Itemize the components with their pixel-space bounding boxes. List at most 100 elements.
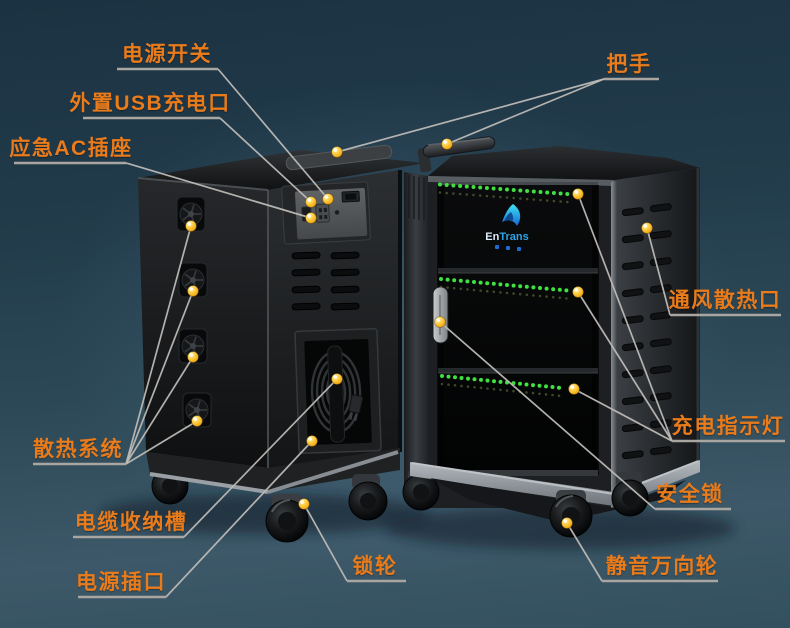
marker-dot-highlight xyxy=(187,222,191,226)
leader-line-charge-indicator xyxy=(573,388,673,442)
led-reflection xyxy=(492,387,496,391)
leader-line-silent-caster xyxy=(566,522,603,582)
marker-dot-highlight xyxy=(574,288,578,292)
led-reflection xyxy=(505,196,509,199)
marker-dot-highlight xyxy=(643,224,647,228)
leader-line-power-inlet xyxy=(165,440,313,598)
led-reflection xyxy=(499,388,502,392)
charge-led xyxy=(466,376,470,381)
marker-dot-charge-indicator xyxy=(568,383,580,395)
front-cart: EnTrans xyxy=(402,136,700,538)
marker-dot-highlight xyxy=(324,195,329,199)
front-cart-handle xyxy=(417,136,496,173)
led-reflection xyxy=(479,289,482,292)
leader-line-charge-indicator xyxy=(577,193,673,442)
charge-led xyxy=(464,184,469,189)
cooling-fan xyxy=(176,196,206,232)
led-reflection xyxy=(452,286,456,290)
marker-dot-highlight xyxy=(436,318,441,322)
charge-led xyxy=(471,185,476,189)
cable-strap xyxy=(327,345,346,443)
led-reflection xyxy=(551,393,554,397)
charge-led xyxy=(544,384,548,389)
leader-line-cooling-system xyxy=(125,290,194,465)
led-reflection xyxy=(447,383,450,386)
marker-dot-safety-lock xyxy=(434,316,446,328)
charge-led xyxy=(550,385,555,390)
marker-dot-highlight xyxy=(574,190,578,194)
led-reflection xyxy=(538,294,542,298)
marker-dot-cooling-system xyxy=(187,351,199,363)
front-corner-highlight xyxy=(611,180,617,508)
leader-line-power-switch xyxy=(217,68,329,200)
side-louver-slot xyxy=(649,203,672,213)
front-cart-right-wheel xyxy=(611,472,649,517)
charge-led xyxy=(538,286,542,290)
charge-led xyxy=(459,375,464,380)
led-reflection xyxy=(525,391,528,394)
charge-led xyxy=(485,378,490,383)
marker-dot-highlight xyxy=(189,353,193,357)
led-indicator-row xyxy=(438,182,570,204)
charge-led xyxy=(524,382,529,387)
charge-led xyxy=(511,188,516,192)
side-louver-slot xyxy=(621,234,644,244)
charge-led xyxy=(565,192,570,196)
led-reflection xyxy=(512,389,515,393)
marker-dot-highlight xyxy=(193,417,197,421)
marker-dot-highlight xyxy=(308,437,313,441)
charge-led xyxy=(446,374,451,379)
leader-line-lock-wheel xyxy=(303,503,348,582)
marker-dot-highlight xyxy=(563,519,567,523)
charge-led xyxy=(544,286,549,291)
charge-led xyxy=(439,277,443,281)
marker-dot-charge-indicator xyxy=(572,286,584,298)
charge-led xyxy=(531,189,536,194)
led-reflection xyxy=(439,285,443,289)
led-reflection xyxy=(505,291,509,295)
led-reflection xyxy=(566,200,569,204)
led-reflection xyxy=(532,198,536,201)
led-reflection xyxy=(499,291,502,294)
led-reflection xyxy=(559,200,562,203)
led-reflection xyxy=(478,194,482,197)
marker-dot-highlight xyxy=(300,500,305,504)
charge-led xyxy=(452,278,457,283)
leader-line-cooling-system xyxy=(125,225,192,465)
marker-dot-usb-charge-port xyxy=(305,196,317,208)
marker-dot-highlight xyxy=(307,214,312,218)
marker-dot-handle xyxy=(441,138,453,150)
led-reflection xyxy=(525,293,529,297)
led-reflection xyxy=(539,198,542,202)
led-reflection xyxy=(492,290,496,294)
rear-vent-slot xyxy=(291,268,321,277)
charge-led xyxy=(531,383,535,388)
led-reflection xyxy=(492,195,495,198)
logo-text: EnTrans xyxy=(485,231,528,243)
charge-led xyxy=(472,280,476,284)
door-bottom-frame xyxy=(438,470,598,476)
charge-led xyxy=(557,385,561,390)
column-grooves xyxy=(408,175,425,221)
floor-shadow-back-cart xyxy=(100,494,430,534)
led-reflection xyxy=(557,394,561,398)
leader-line-charge-indicator xyxy=(577,291,673,442)
charge-led xyxy=(511,283,516,288)
rear-vent-slot xyxy=(330,302,360,311)
led-reflection xyxy=(512,196,515,200)
led-reflection xyxy=(505,389,509,392)
door-right-shadow xyxy=(592,186,598,474)
side-louver-slot xyxy=(621,207,644,217)
marker-dot-handle xyxy=(331,146,343,158)
charge-led xyxy=(518,284,523,289)
led-reflection xyxy=(466,288,469,291)
charge-led xyxy=(564,288,569,293)
marker-dot-emergency-ac-socket xyxy=(305,212,317,224)
led-reflection xyxy=(499,195,502,199)
charge-led xyxy=(438,182,442,187)
marker-dot-lock-wheel xyxy=(298,498,310,510)
shelf-separators xyxy=(438,268,598,374)
led-reflection xyxy=(552,199,556,203)
charge-led xyxy=(465,279,470,284)
